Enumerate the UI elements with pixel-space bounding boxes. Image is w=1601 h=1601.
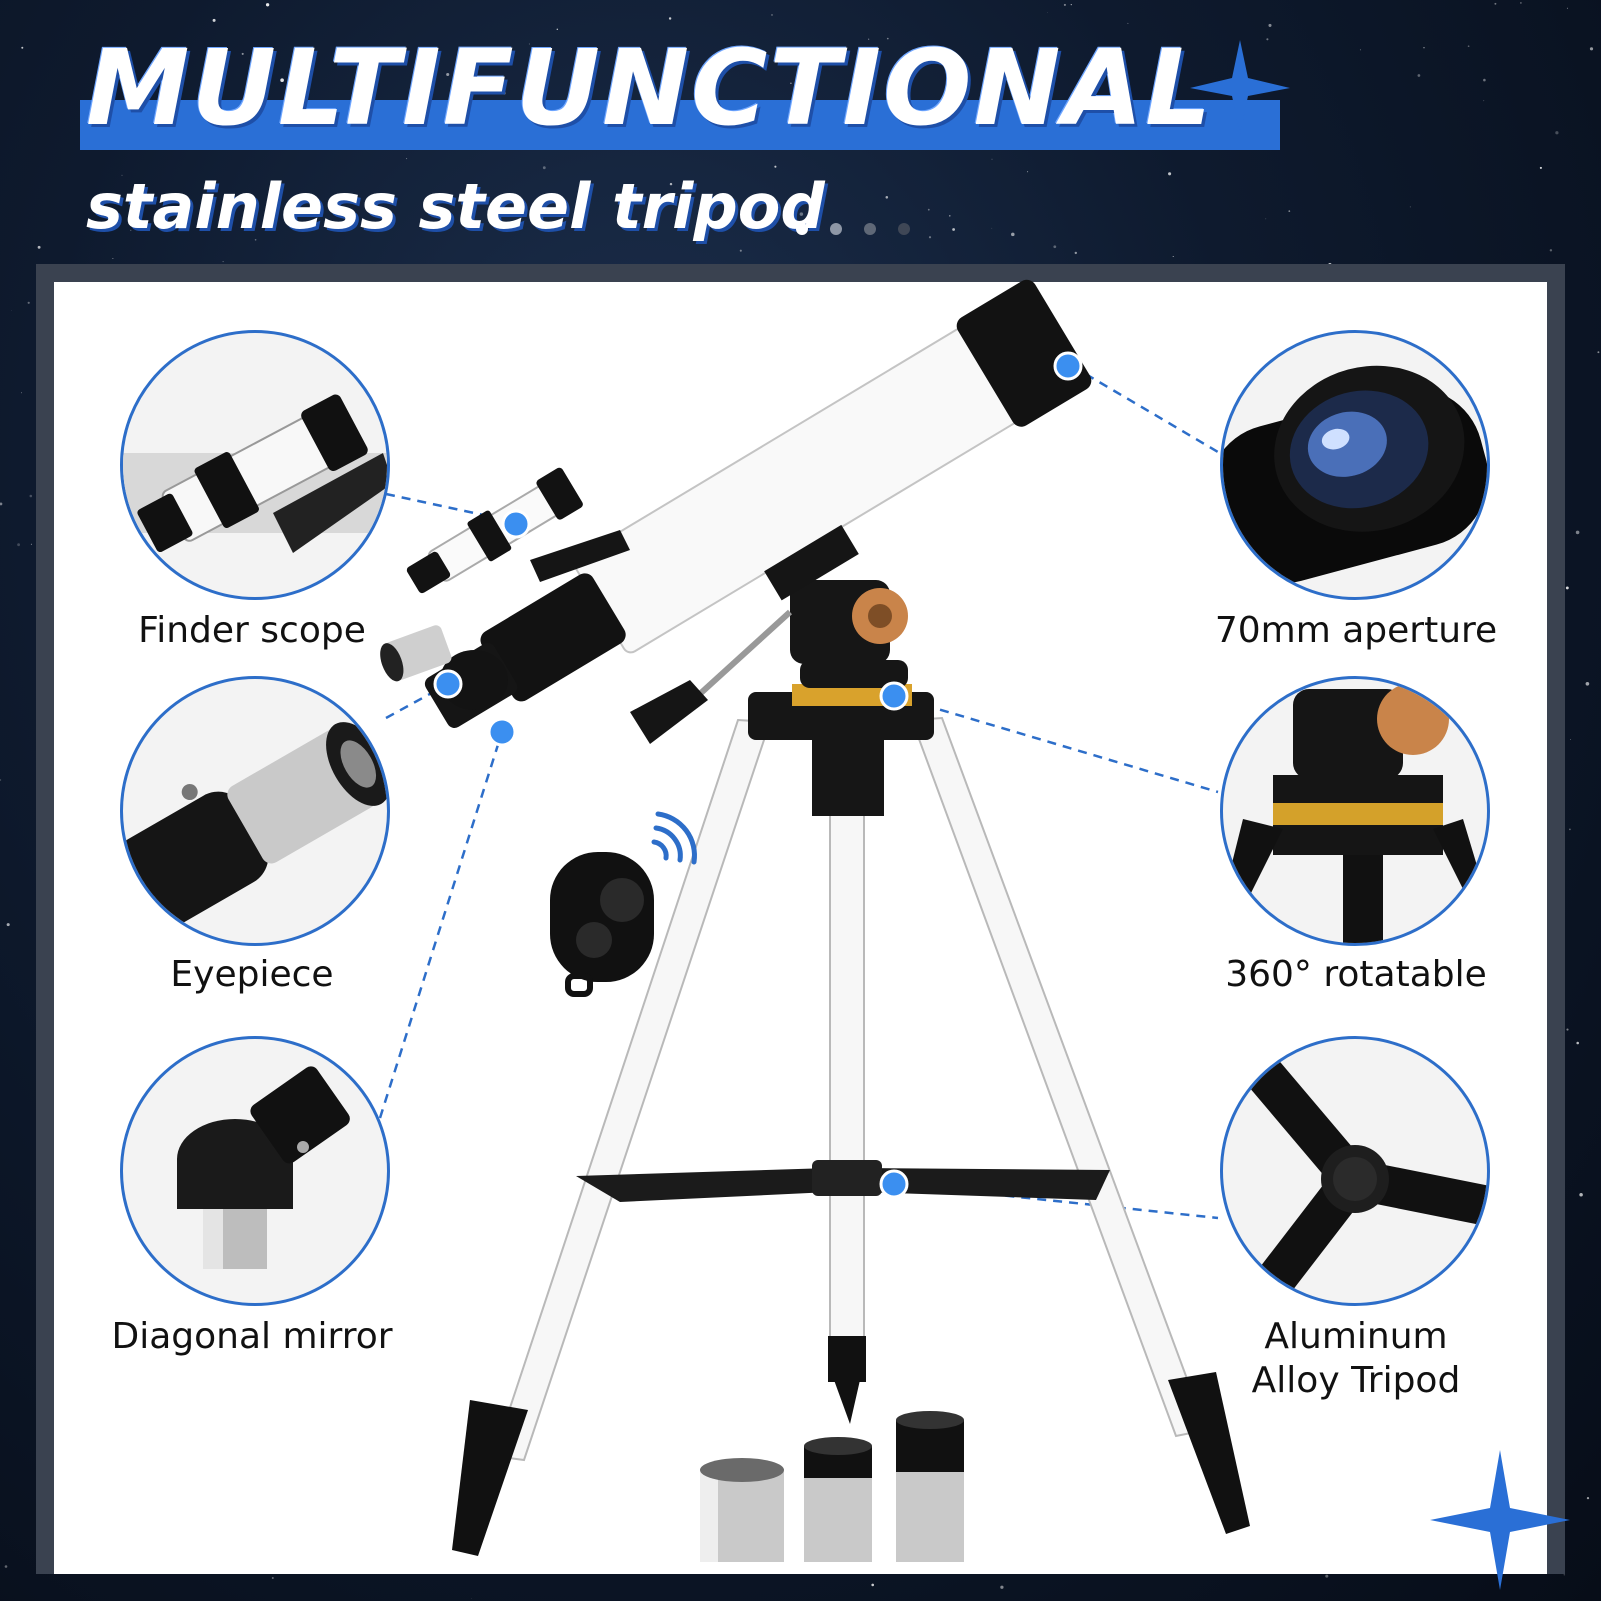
page-subtitle: stainless steel tripod bbox=[86, 170, 825, 243]
tripod-legs bbox=[452, 716, 1250, 1556]
finder-scope-mini bbox=[406, 467, 583, 594]
eyepiece-closeup bbox=[120, 676, 390, 946]
star-sparkle-icon bbox=[1190, 40, 1570, 1590]
tripod-brace bbox=[576, 1160, 1110, 1202]
aperture-closeup bbox=[1220, 330, 1490, 600]
tripod-label-line2: Alloy Tripod bbox=[1251, 1360, 1461, 1401]
remote-control bbox=[550, 852, 654, 997]
aperture-label: 70mm aperture bbox=[1214, 610, 1498, 651]
rotatable-label: 360° rotatable bbox=[1225, 954, 1487, 995]
tripod-brace-closeup bbox=[1220, 1036, 1490, 1306]
diagonal-mirror-closeup bbox=[120, 1036, 390, 1306]
wireless-signal-icon bbox=[651, 811, 697, 865]
rotatable-head-closeup bbox=[1220, 676, 1490, 946]
finder-scope-label: Finder scope bbox=[138, 610, 366, 651]
pagination-dots bbox=[796, 222, 932, 240]
eyepiece-label: Eyepiece bbox=[170, 954, 334, 995]
tripod-label-line1: Aluminum bbox=[1264, 1316, 1448, 1357]
finder-scope-closeup bbox=[120, 330, 390, 600]
title-underline-bar bbox=[80, 100, 1280, 150]
diagonal-mirror-label: Diagonal mirror bbox=[111, 1316, 393, 1357]
eyepiece-set bbox=[700, 1411, 964, 1562]
page-title: MULTIFUNCTIONAL bbox=[86, 27, 1214, 149]
mount-head bbox=[630, 580, 934, 816]
